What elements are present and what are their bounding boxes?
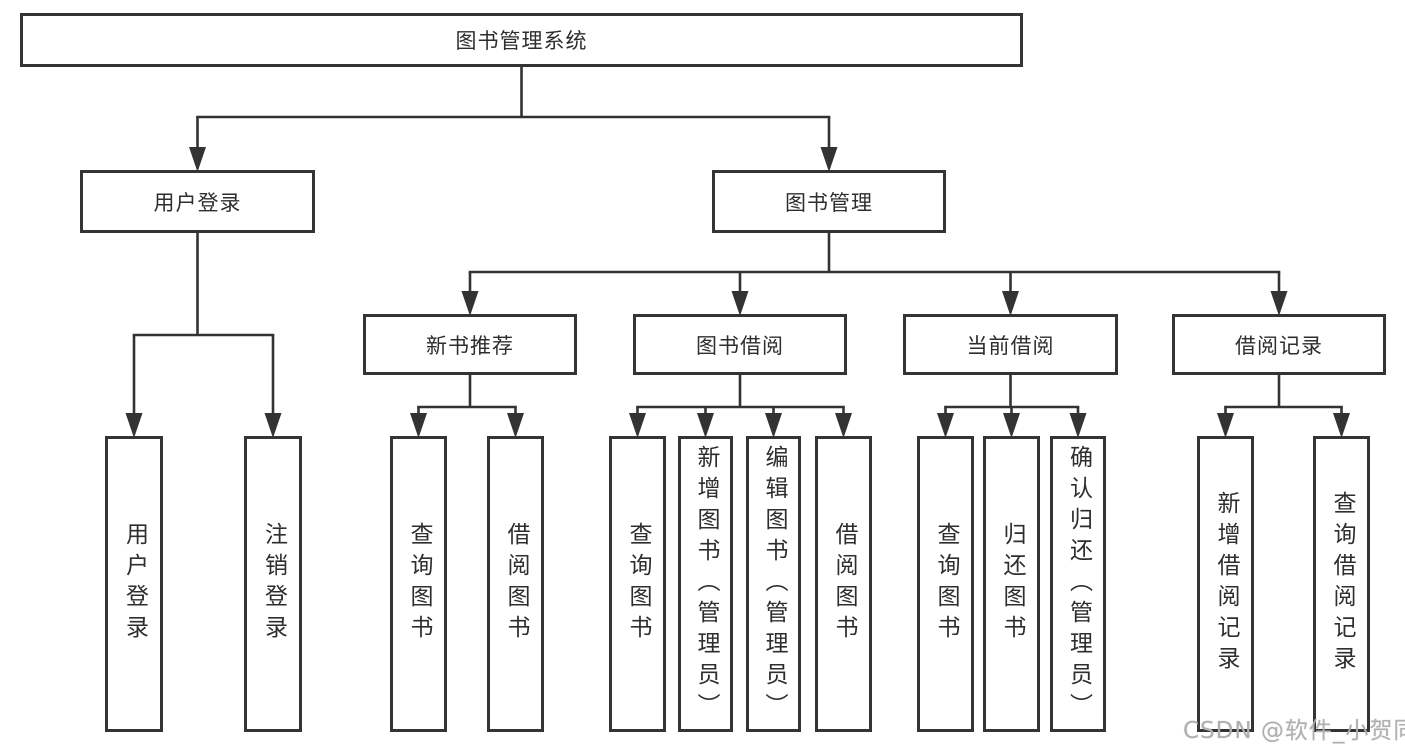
node-box-bb-edit: 编辑图书（管理员）	[746, 436, 801, 732]
node-label-book-borrow: 图书借阅	[696, 333, 784, 358]
node-label-new-books: 新书推荐	[426, 333, 514, 358]
csdn-watermark: CSDN @软件_小贺同学	[1183, 718, 1405, 744]
node-label-user-login: 用户登录	[153, 190, 242, 215]
node-label-cb-return: 归还图书	[999, 522, 1025, 646]
node-box-nb-query: 查询图书	[390, 436, 447, 732]
node-box-user-login: 用户登录	[80, 170, 315, 233]
node-box-bb-query: 查询图书	[609, 436, 666, 732]
node-box-br-query: 查询借阅记录	[1313, 436, 1370, 732]
node-box-book-borrow: 图书借阅	[633, 314, 847, 375]
node-label-br-add: 新增借阅记录	[1213, 491, 1239, 677]
node-box-root: 图书管理系统	[20, 13, 1023, 67]
node-box-current-borrow: 当前借阅	[903, 314, 1118, 375]
node-label-bb-query: 查询图书	[625, 522, 651, 646]
node-label-book-mgmt: 图书管理	[785, 190, 873, 215]
node-label-br-query: 查询借阅记录	[1329, 491, 1355, 677]
node-box-cb-confirm: 确认归还（管理员）	[1050, 436, 1106, 732]
node-box-cb-query: 查询图书	[917, 436, 974, 732]
node-box-cb-return: 归还图书	[983, 436, 1040, 732]
node-label-bb-borrow: 借阅图书	[831, 522, 857, 646]
node-box-book-mgmt: 图书管理	[712, 170, 946, 233]
node-box-new-books: 新书推荐	[363, 314, 577, 375]
node-label-bb-add: 新增图书（管理员）	[693, 444, 719, 724]
node-box-bb-add: 新增图书（管理员）	[678, 436, 733, 732]
node-label-current-borrow: 当前借阅	[966, 333, 1055, 358]
node-label-cb-confirm: 确认归还（管理员）	[1065, 444, 1092, 724]
node-box-leaf-login: 用户登录	[105, 436, 163, 732]
node-label-nb-borrow: 借阅图书	[503, 522, 529, 646]
node-label-root: 图书管理系统	[455, 29, 588, 53]
node-box-leaf-logout: 注销登录	[244, 436, 302, 732]
node-box-nb-borrow: 借阅图书	[487, 436, 544, 732]
node-box-borrow-records: 借阅记录	[1172, 314, 1386, 375]
node-label-borrow-records: 借阅记录	[1235, 333, 1323, 358]
node-label-leaf-logout: 注销登录	[260, 522, 287, 646]
node-label-leaf-login: 用户登录	[121, 522, 148, 646]
node-label-bb-edit: 编辑图书（管理员）	[761, 444, 787, 724]
node-box-br-add: 新增借阅记录	[1197, 436, 1254, 732]
node-label-nb-query: 查询图书	[406, 522, 432, 646]
node-box-bb-borrow: 借阅图书	[815, 436, 872, 732]
node-label-cb-query: 查询图书	[933, 522, 959, 646]
